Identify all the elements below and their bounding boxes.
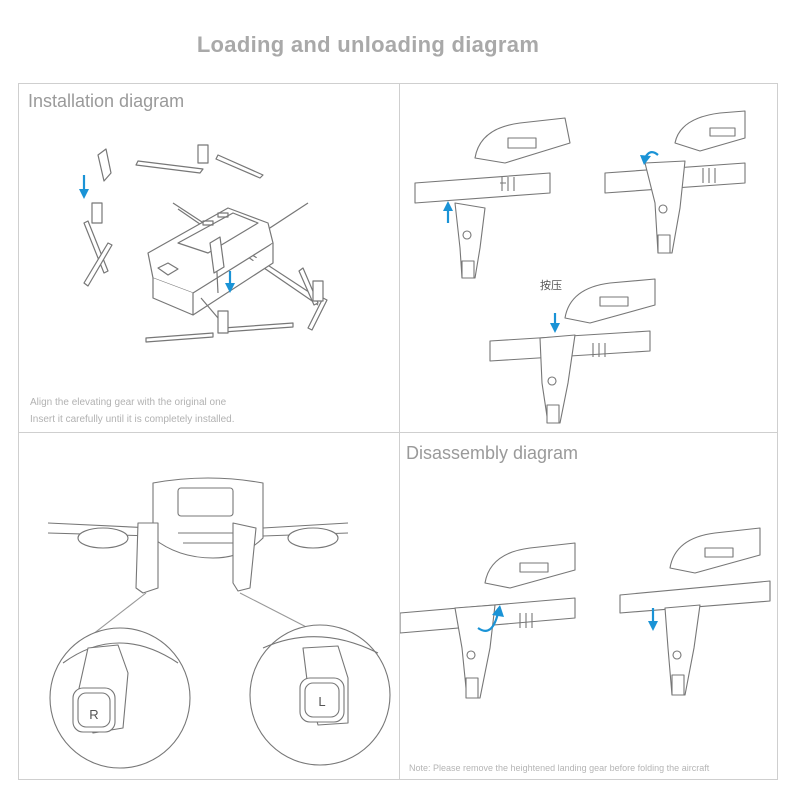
grid-divider-vertical (399, 83, 400, 780)
disassembly-illustration (400, 527, 771, 699)
detail-panel: R L (18, 433, 399, 780)
disassembly-heading: Disassembly diagram (406, 443, 579, 463)
installation-steps-illustration (414, 110, 746, 424)
page-title: Loading and unloading diagram (196, 32, 540, 57)
disassembly-note: Note: Please remove the heightened landi… (409, 763, 710, 773)
diagram-grid (18, 83, 778, 780)
disassembly-panel: Disassembly diagram (400, 433, 778, 780)
caption-line-1: Align the elevating gear with the origin… (30, 397, 227, 408)
drone-installation-illustration (79, 144, 328, 343)
step-3-figure (489, 278, 656, 424)
left-leg-badge: L (318, 694, 325, 709)
installation-panel: Installation diagram (18, 83, 399, 432)
step-1-figure (414, 117, 571, 279)
disassembly-step-2 (619, 527, 771, 696)
installation-caption: Align the elevating gear with the origin… (30, 394, 235, 428)
installation-heading: Installation diagram (28, 91, 185, 111)
disassembly-step-1 (400, 542, 576, 699)
caption-line-2: Insert it carefully until it is complete… (30, 414, 235, 425)
right-leg-badge: R (89, 707, 98, 722)
grid-divider-horizontal (18, 432, 778, 433)
installation-steps-panel: 按压 (400, 83, 778, 432)
press-label: 按压 (540, 280, 562, 292)
detail-illustration: R L (47, 477, 391, 769)
step-2-figure (604, 110, 746, 254)
